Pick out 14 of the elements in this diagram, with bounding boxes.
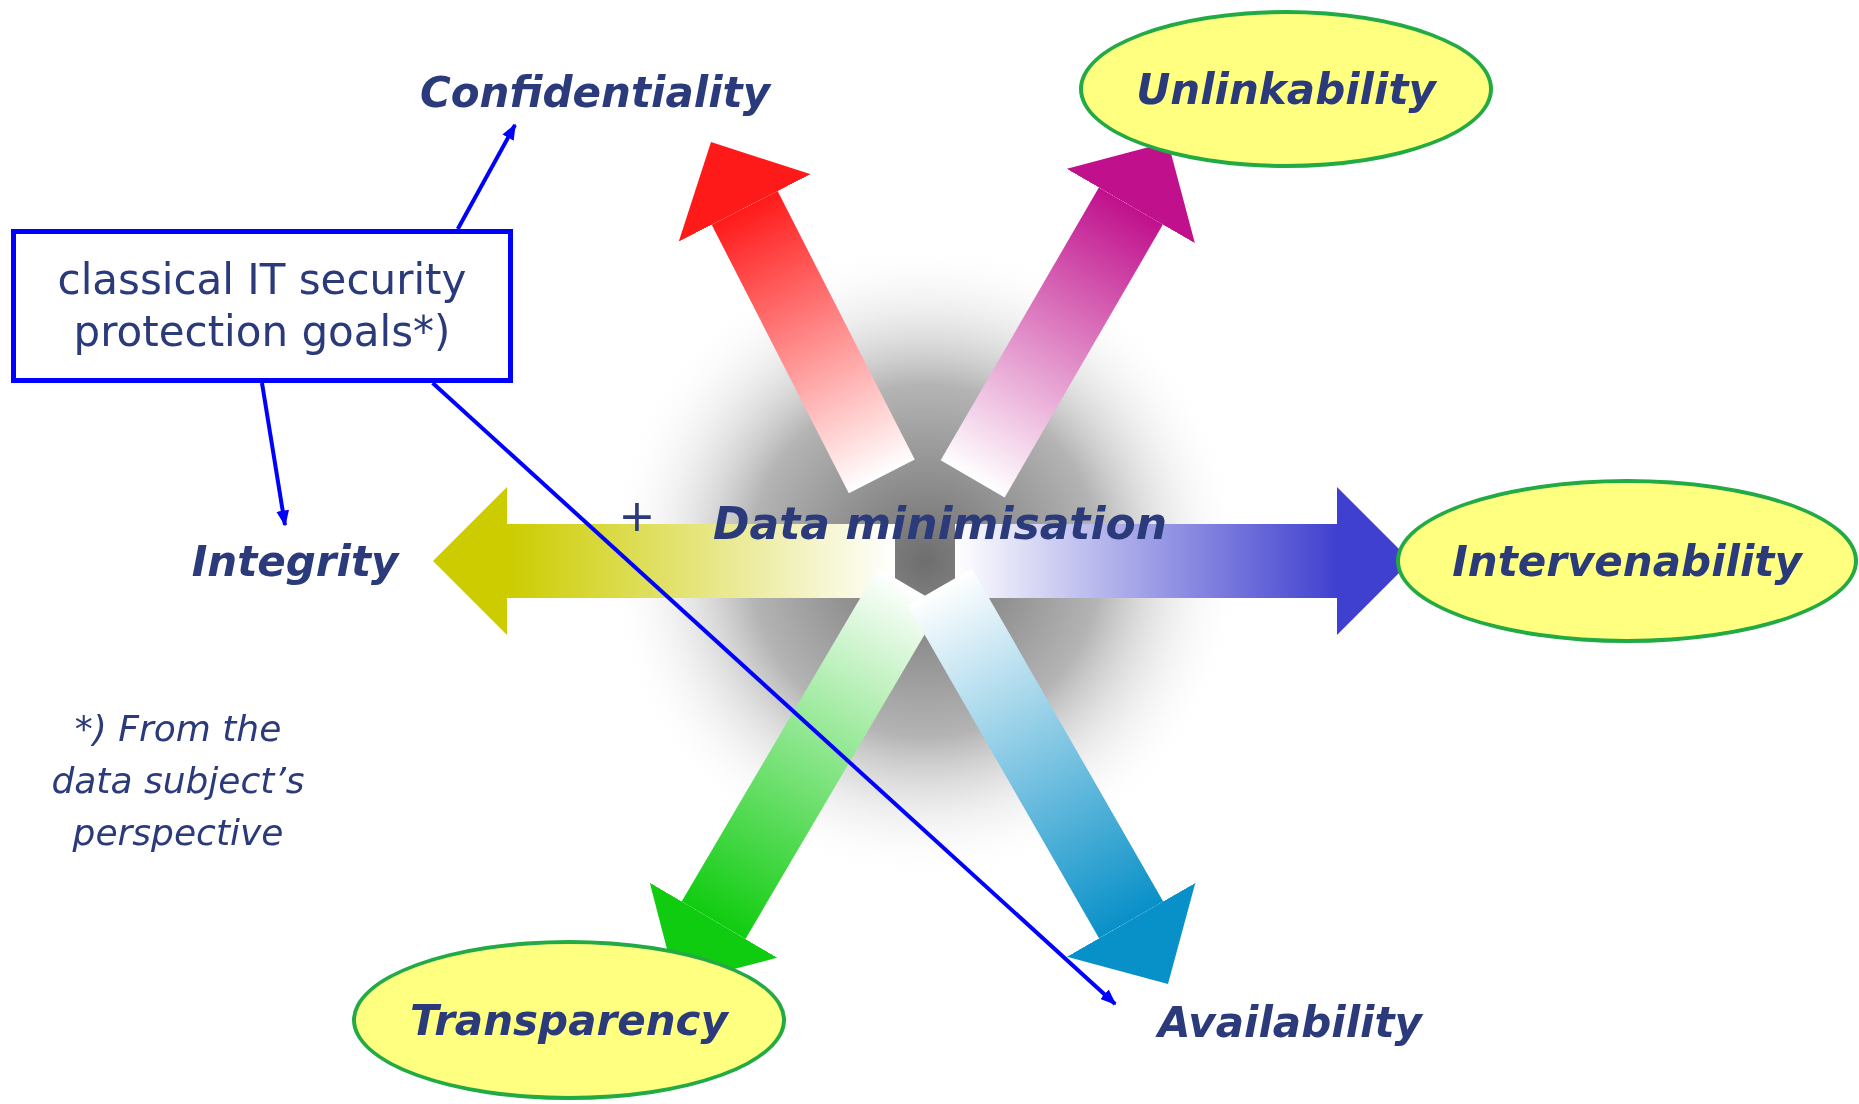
goal-ellipse: Unlinkability xyxy=(1079,10,1493,168)
gradient-arrow xyxy=(433,487,895,635)
goal-ellipse: Intervenability xyxy=(1396,479,1858,643)
arrow xyxy=(456,123,517,230)
goal-label: Confidentiality xyxy=(395,62,795,122)
goal-label: Integrity xyxy=(170,531,420,591)
goal-ellipse: Transparency xyxy=(352,940,786,1100)
footnote: *) From the data subject’s perspective xyxy=(50,707,306,856)
arrow xyxy=(431,381,1117,1006)
arrow xyxy=(260,382,289,527)
gradient-arrow xyxy=(678,142,915,494)
goal-label: Availability xyxy=(1125,992,1455,1052)
gradient-arrow xyxy=(907,568,1196,984)
note-box: classical IT security protection goals*) xyxy=(11,229,513,383)
